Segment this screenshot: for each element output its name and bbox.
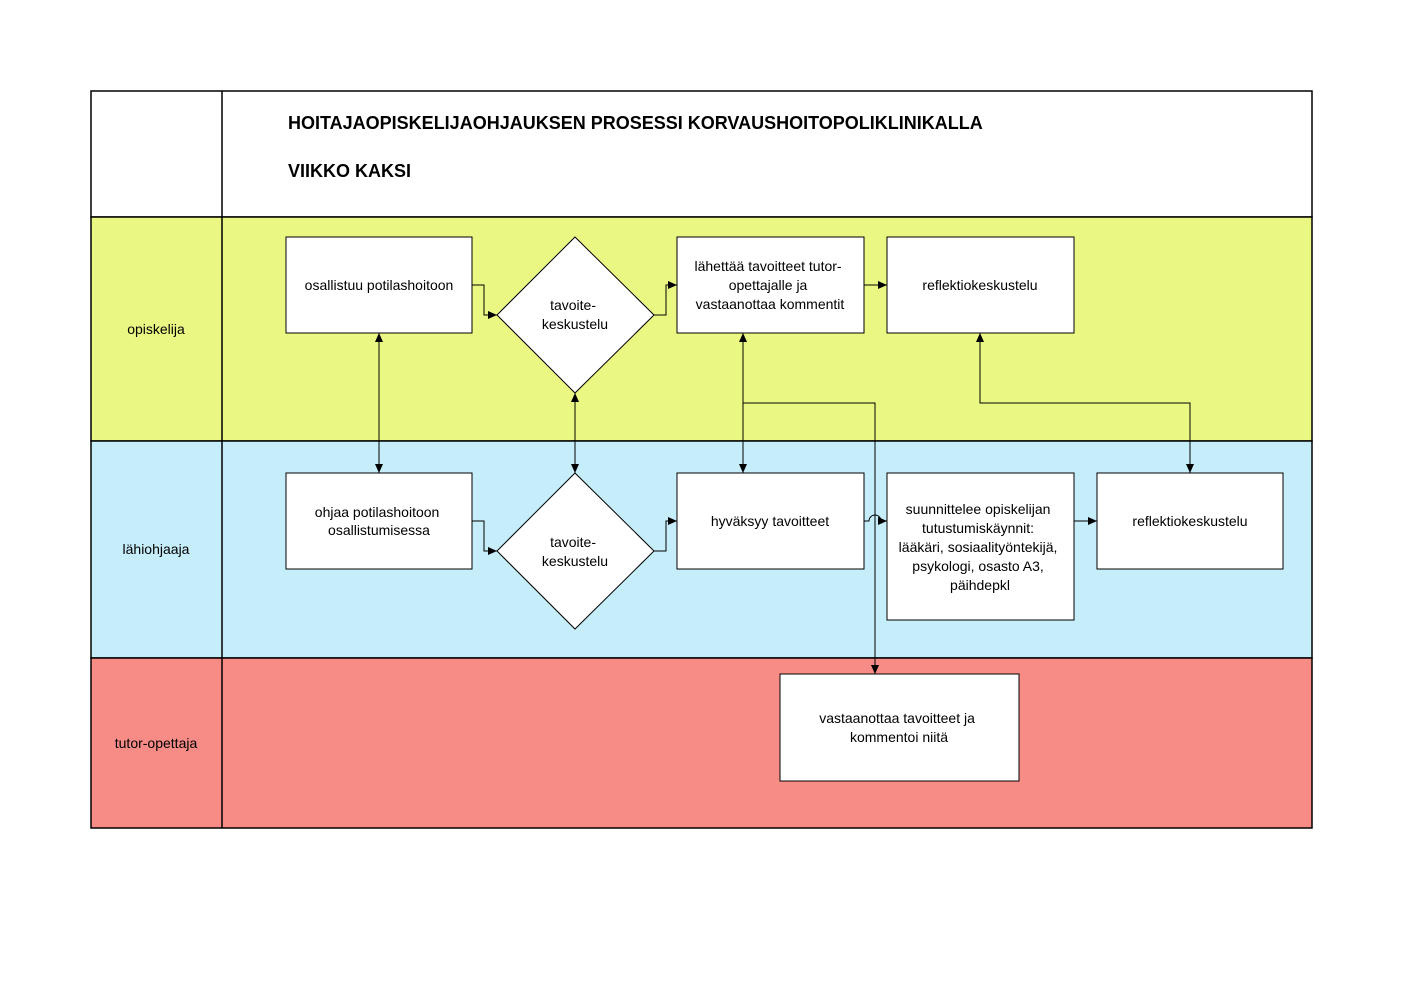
diagram-title: HOITAJAOPISKELIJAOHJAUKSEN PROSESSI KORV… — [288, 113, 983, 133]
process-box-label: osallistuu potilashoitoon — [305, 277, 454, 293]
process-box-reflektio1: reflektiokeskustelu — [886, 236, 1075, 334]
arrow-reflektio1-reflektio2 — [976, 333, 1194, 473]
process-box-suunnittelee: suunnittelee opiskelijan tutustumiskäynn… — [886, 472, 1075, 621]
lane-label-opiskelija: opiskelija — [127, 321, 185, 337]
lane-label-tutor-opettaja: tutor-opettaja — [115, 735, 198, 751]
lane-tutor-opettaja — [90, 657, 1313, 829]
process-box-osallistuu: osallistuu potilashoitoon — [285, 236, 473, 334]
process-box-label: reflektiokeskustelu — [922, 277, 1037, 293]
lane-label-lahiohjaaja: lähiohjaaja — [123, 541, 190, 557]
process-box-ohjaa: ohjaa potilashoitoon osallistumisessa — [285, 472, 473, 570]
decision-label: tavoite- keskustelu — [542, 297, 608, 332]
process-box-label: hyväksyy tavoitteet — [711, 513, 829, 529]
connectors — [375, 281, 1194, 674]
decision-label: tavoite- keskustelu — [542, 534, 608, 569]
decision-tavoite2: tavoite- keskustelu — [496, 472, 655, 630]
arrow-lahettaa-to-vastaanottaa — [743, 402, 879, 674]
arrow-tavoite2-to-hyvaksyy — [654, 517, 677, 552]
arrow-osallistuu-to-tavoite1 — [472, 284, 497, 319]
header-row — [90, 90, 1313, 218]
process-box-vastaanottaa: vastaanottaa tavoitteet ja kommentoi nii… — [779, 673, 1020, 782]
process-box-label: suunnittelee opiskelijan tutustumiskäynn… — [899, 501, 1062, 593]
process-box-lahettaa: lähettää tavoitteet tutor- opettajalle j… — [676, 236, 865, 334]
arrow-hyvaksyy-to-suunnittelee — [864, 514, 887, 525]
process-box-hyvaksyy: hyväksyy tavoitteet — [676, 472, 865, 570]
process-box-reflektio2: reflektiokeskustelu — [1096, 472, 1284, 570]
arrow-ohjaa-to-tavoite2 — [472, 520, 497, 555]
process-box-label: ohjaa potilashoitoon osallistumisessa — [315, 504, 443, 538]
process-box-label: reflektiokeskustelu — [1132, 513, 1247, 529]
decision-tavoite1: tavoite- keskustelu — [496, 236, 655, 394]
diagram-subtitle: VIIKKO KAKSI — [288, 161, 411, 181]
process-box-label: vastaanottaa tavoitteet ja kommentoi nii… — [819, 710, 979, 745]
process-box-label: lähettää tavoitteet tutor- opettajalle j… — [695, 258, 846, 312]
arrow-tavoite1-to-lahettaa — [654, 281, 677, 316]
